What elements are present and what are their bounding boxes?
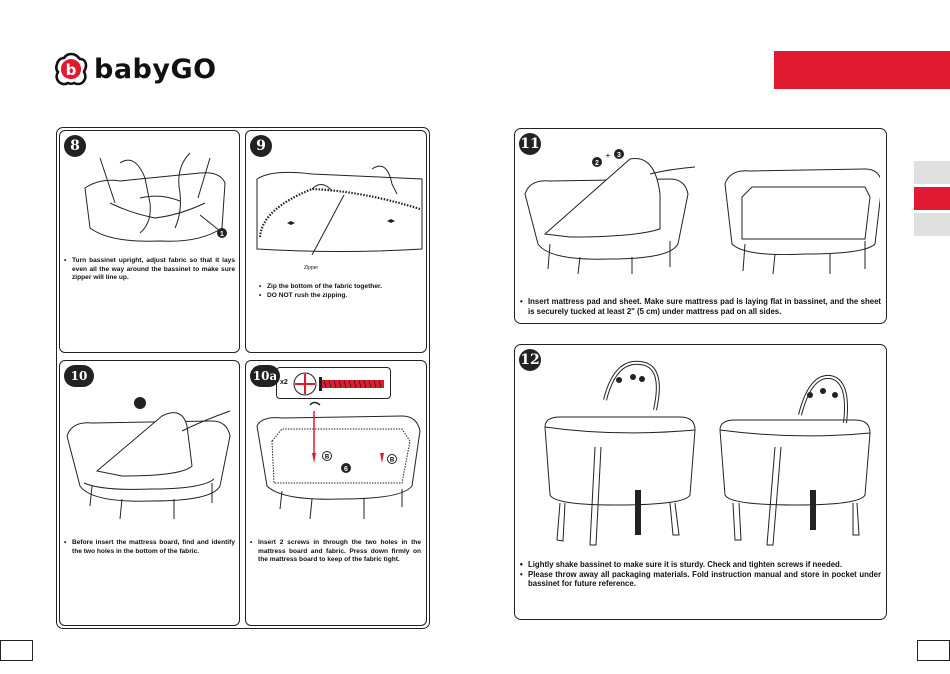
screw-quantity: x2 (280, 379, 288, 386)
page-number-left (0, 640, 33, 661)
step-11-illustration: 2 + 3 (524, 149, 880, 274)
step-12-badge: 12 (519, 349, 541, 371)
callout-6: 6 (344, 466, 348, 473)
callout-b-2: B (390, 458, 395, 464)
step-10-line: Before insert the mattress board, find a… (63, 539, 235, 556)
step-12-instructions: Lightly shake bassinet to make sure it i… (519, 560, 881, 589)
callout-b-1: B (325, 455, 330, 461)
callout-3: 3 (617, 152, 621, 159)
step-12-line: Lightly shake bassinet to make sure it i… (519, 560, 881, 570)
step-10a-illustration: B B 6 (256, 401, 421, 520)
step-8-box: 8 1 Turn bassinet upright, adjust fabric… (59, 130, 240, 353)
screw-icon (293, 372, 384, 396)
step-12-box: 12 Lightly shake bassinet to make sure i… (514, 344, 887, 620)
brand-name: babyGO (94, 53, 217, 85)
step-10a-instructions: Insert 2 screws in through the two holes… (249, 539, 421, 565)
step-8-instructions: Turn bassinet upright, adjust fabric so … (63, 257, 235, 283)
page-number-right (917, 640, 950, 661)
step-10-box: 10 Before insert the mattress board, fin… (59, 360, 240, 626)
step-10a-box: 10a x2 B B 6 Insert 2 screws in through … (245, 360, 427, 626)
logo-mark-icon: b (54, 52, 88, 86)
step-10a-badge: 10a (250, 365, 280, 387)
zipper-label: Zipper (304, 265, 319, 271)
step-8-line: Turn bassinet upright, adjust fabric so … (63, 257, 235, 283)
svg-text:b: b (66, 61, 77, 79)
callout-2: 2 (595, 160, 599, 167)
side-tab-1 (914, 161, 950, 184)
step-9-line: Zip the bottom of the fabric together. (258, 283, 408, 292)
step-8-badge: 8 (64, 135, 86, 157)
callout-plus: + (606, 151, 611, 160)
step-11-instructions: Insert mattress pad and sheet. Make sure… (519, 297, 881, 316)
step-10a-line: Insert 2 screws in through the two holes… (249, 539, 421, 565)
step-12-line: Please throw away all packaging material… (519, 570, 881, 589)
side-tab-active (914, 187, 950, 210)
step-8-callout: 1 (220, 231, 224, 238)
step-12-illustration (544, 360, 871, 546)
step-9-badge: 9 (250, 135, 272, 157)
screw-callout-box: x2 (276, 367, 391, 399)
header-red-bar (774, 51, 950, 89)
step-9-line: DO NOT rush the zipping. (258, 292, 408, 301)
brand-logo: b babyGO (54, 52, 217, 86)
step-10-illustration (66, 397, 231, 520)
step-9-instructions: Zip the bottom of the fabric together. D… (258, 283, 408, 300)
step-9-box: 9 Zipper Zip the bottom of the fabric to… (245, 130, 427, 353)
step-10-instructions: Before insert the mattress board, find a… (63, 539, 235, 556)
step-11-line: Insert mattress pad and sheet. Make sure… (519, 297, 881, 316)
step-9-illustration (256, 165, 423, 256)
step-10-badge: 10 (64, 365, 94, 387)
step-8-illustration: 1 (84, 152, 227, 242)
step-11-box: 11 2 + 3 Insert mattress pad and sheet. … (514, 128, 887, 324)
side-tab-3 (914, 213, 950, 236)
step-11-badge: 11 (519, 133, 541, 155)
